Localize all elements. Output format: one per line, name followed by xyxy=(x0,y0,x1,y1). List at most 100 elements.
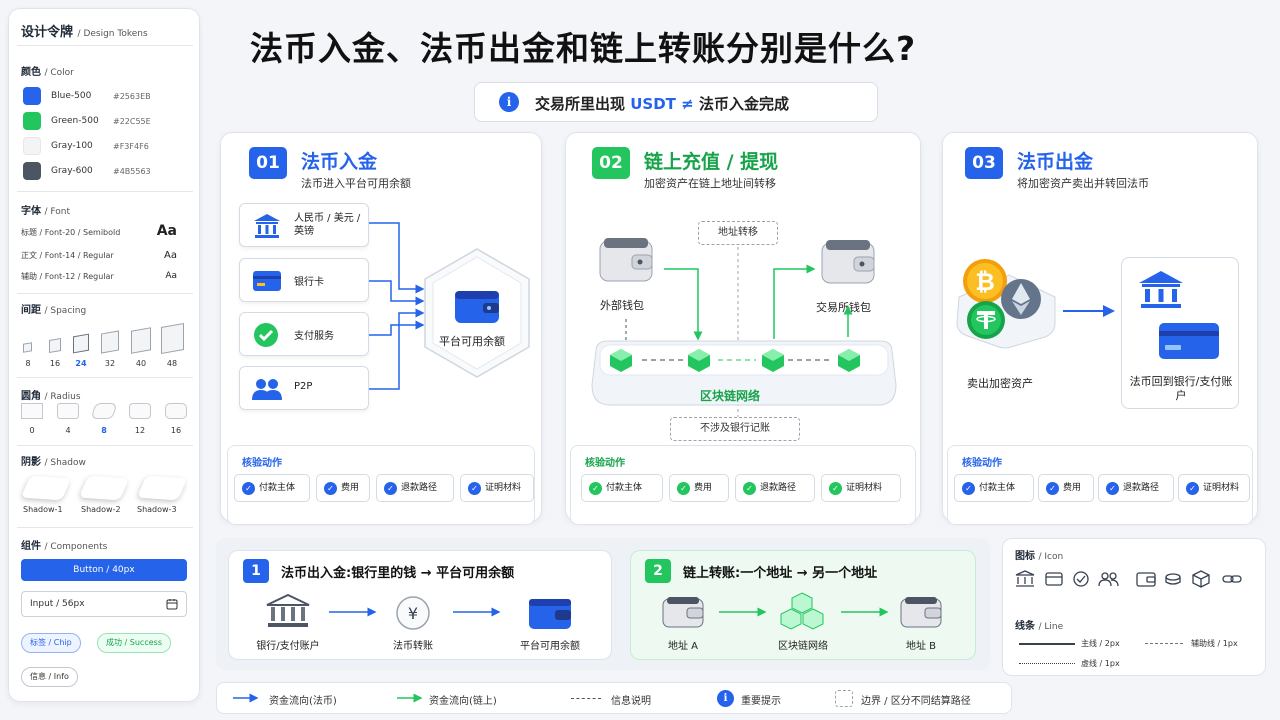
icon-set xyxy=(1015,570,1242,588)
notice-banner: i 交易所里出现 USDT ≠ 法币入金完成 xyxy=(474,82,878,122)
check-icon: ✓ xyxy=(829,482,842,495)
verification-section: 核验动作 ✓付款主体 ✓费用 ✓退款路径 ✓证明材料 xyxy=(947,445,1253,525)
chip-tag[interactable]: 标签 / Chip xyxy=(21,633,81,653)
color-section-title: 颜色 / Color xyxy=(21,67,74,78)
line-aux-sample xyxy=(1145,643,1183,644)
check-title: 核验动作 xyxy=(242,458,282,469)
spacing-value: 48 xyxy=(166,359,178,368)
source-fiat-currency[interactable]: 人民币 / 美元 / 英镑 xyxy=(239,203,369,247)
summary-fiat: 1 法币出入金:银行里的钱 → 平台可用余额 ¥ 银行/支付账户 法币转账 平台… xyxy=(228,550,612,660)
spacing-cube xyxy=(131,327,151,354)
panel-subtitle: 将加密资产卖出并转回法币 xyxy=(1017,177,1149,190)
step-badge: 01 xyxy=(249,147,287,179)
source-payment-service[interactable]: 支付服务 xyxy=(239,312,369,356)
color-hex: #2563EB xyxy=(113,92,151,101)
color-swatch-gray600 xyxy=(23,162,41,180)
ethereum-icon xyxy=(1001,279,1041,319)
block-node xyxy=(608,347,634,373)
demo-button[interactable]: Button / 40px xyxy=(21,559,187,581)
step-label: 地址 B xyxy=(905,641,937,652)
divider xyxy=(17,377,193,378)
flow-arrow xyxy=(453,607,501,617)
card-icon xyxy=(1159,323,1219,359)
check-fee[interactable]: ✓费用 xyxy=(669,474,729,502)
summary-badge: 2 xyxy=(645,559,671,583)
legend-label: 重要提示 xyxy=(741,696,781,707)
bank-icon xyxy=(254,214,280,238)
line-label: 辅助线 / 1px xyxy=(1191,639,1238,648)
source-label: P2P xyxy=(294,381,313,392)
step-label: 平台可用余额 xyxy=(520,641,580,652)
legend-boundary-box xyxy=(835,690,853,707)
step-badge: 03 xyxy=(965,147,1003,179)
font-section-title: 字体 / Font xyxy=(21,206,70,217)
check-icon: ✓ xyxy=(962,482,975,495)
spacing-cube xyxy=(161,322,184,355)
page-title: 法币入金、法币出金和链上转账分别是什么? xyxy=(250,29,917,68)
check-proof[interactable]: ✓证明材料 xyxy=(1178,474,1250,502)
demo-input[interactable]: Input / 56px xyxy=(21,591,187,617)
block-node xyxy=(760,347,786,373)
link-icon xyxy=(1222,575,1242,583)
check-icon: ✓ xyxy=(324,482,337,495)
check-refund[interactable]: ✓退款路径 xyxy=(735,474,815,502)
source-p2p[interactable]: P2P xyxy=(239,366,369,410)
panel-title: 法币出金 xyxy=(1017,151,1094,173)
panel-title: 链上充值 / 提现 xyxy=(644,151,779,173)
divider xyxy=(17,293,193,294)
check-icon: ✓ xyxy=(384,482,397,495)
tether-icon xyxy=(967,301,1005,339)
radius-value: 4 xyxy=(65,426,71,435)
legend-label: 资金流向(链上) xyxy=(429,696,497,707)
check-fee[interactable]: ✓费用 xyxy=(1038,474,1094,502)
check-proof[interactable]: ✓证明材料 xyxy=(460,474,534,502)
panel-title: 法币入金 xyxy=(301,151,378,173)
wallet-icon xyxy=(1136,572,1156,587)
address-transfer-note: 地址转移 xyxy=(698,221,778,245)
check-refund[interactable]: ✓退款路径 xyxy=(1098,474,1174,502)
check-proof[interactable]: ✓证明材料 xyxy=(821,474,901,502)
block-node xyxy=(686,347,712,373)
check-payer[interactable]: ✓付款主体 xyxy=(954,474,1034,502)
check-payer[interactable]: ✓付款主体 xyxy=(581,474,663,502)
target-label: 平台可用余额 xyxy=(439,335,505,348)
icon-section-title: 图标 / Icon xyxy=(1015,551,1064,562)
spacing-value: 32 xyxy=(104,359,116,368)
shadow-sample xyxy=(136,475,188,501)
yuan-coin-icon: ¥ xyxy=(396,596,430,630)
chip-success[interactable]: 成功 / Success xyxy=(97,633,171,653)
color-name: Green-500 xyxy=(51,116,99,126)
source-bank-card[interactable]: 银行卡 xyxy=(239,258,369,302)
chip-info[interactable]: 信息 / Info xyxy=(21,667,78,687)
exchange-wallet-icon xyxy=(821,240,875,284)
wallet-icon xyxy=(900,597,942,628)
spacing-value: 16 xyxy=(49,359,61,368)
radius-sample xyxy=(165,403,187,419)
sell-crypto-label: 卖出加密资产 xyxy=(967,377,1033,390)
block-node xyxy=(836,347,862,373)
shadow-label: Shadow-1 xyxy=(23,505,63,514)
radius-value: 16 xyxy=(170,426,182,435)
source-label: 银行卡 xyxy=(294,277,324,288)
tokens-heading: 设计令牌 / Design Tokens xyxy=(21,25,148,40)
shadow-section-title: 阴影 / Shadow xyxy=(21,457,86,468)
external-wallet-label: 外部钱包 xyxy=(600,299,644,312)
radius-value: 8 xyxy=(101,426,107,435)
check-icon: ✓ xyxy=(677,482,690,495)
withdraw-arrow xyxy=(1063,305,1115,317)
cube-icon xyxy=(1192,570,1210,588)
check-refund[interactable]: ✓退款路径 xyxy=(376,474,454,502)
divider xyxy=(17,445,193,446)
spacing-section-title: 间距 / Spacing xyxy=(21,305,87,316)
check-fee[interactable]: ✓费用 xyxy=(316,474,370,502)
bank-icon xyxy=(266,593,310,627)
shadow-sample xyxy=(78,475,130,501)
color-swatch-gray100 xyxy=(23,137,41,155)
bitcoin-icon: ₿ xyxy=(963,259,1007,303)
spacing-cube xyxy=(23,342,32,353)
summary-title: 法币出入金:银行里的钱 → 平台可用余额 xyxy=(281,566,515,581)
check-payer[interactable]: ✓付款主体 xyxy=(234,474,310,502)
wallet-icon xyxy=(529,599,571,629)
